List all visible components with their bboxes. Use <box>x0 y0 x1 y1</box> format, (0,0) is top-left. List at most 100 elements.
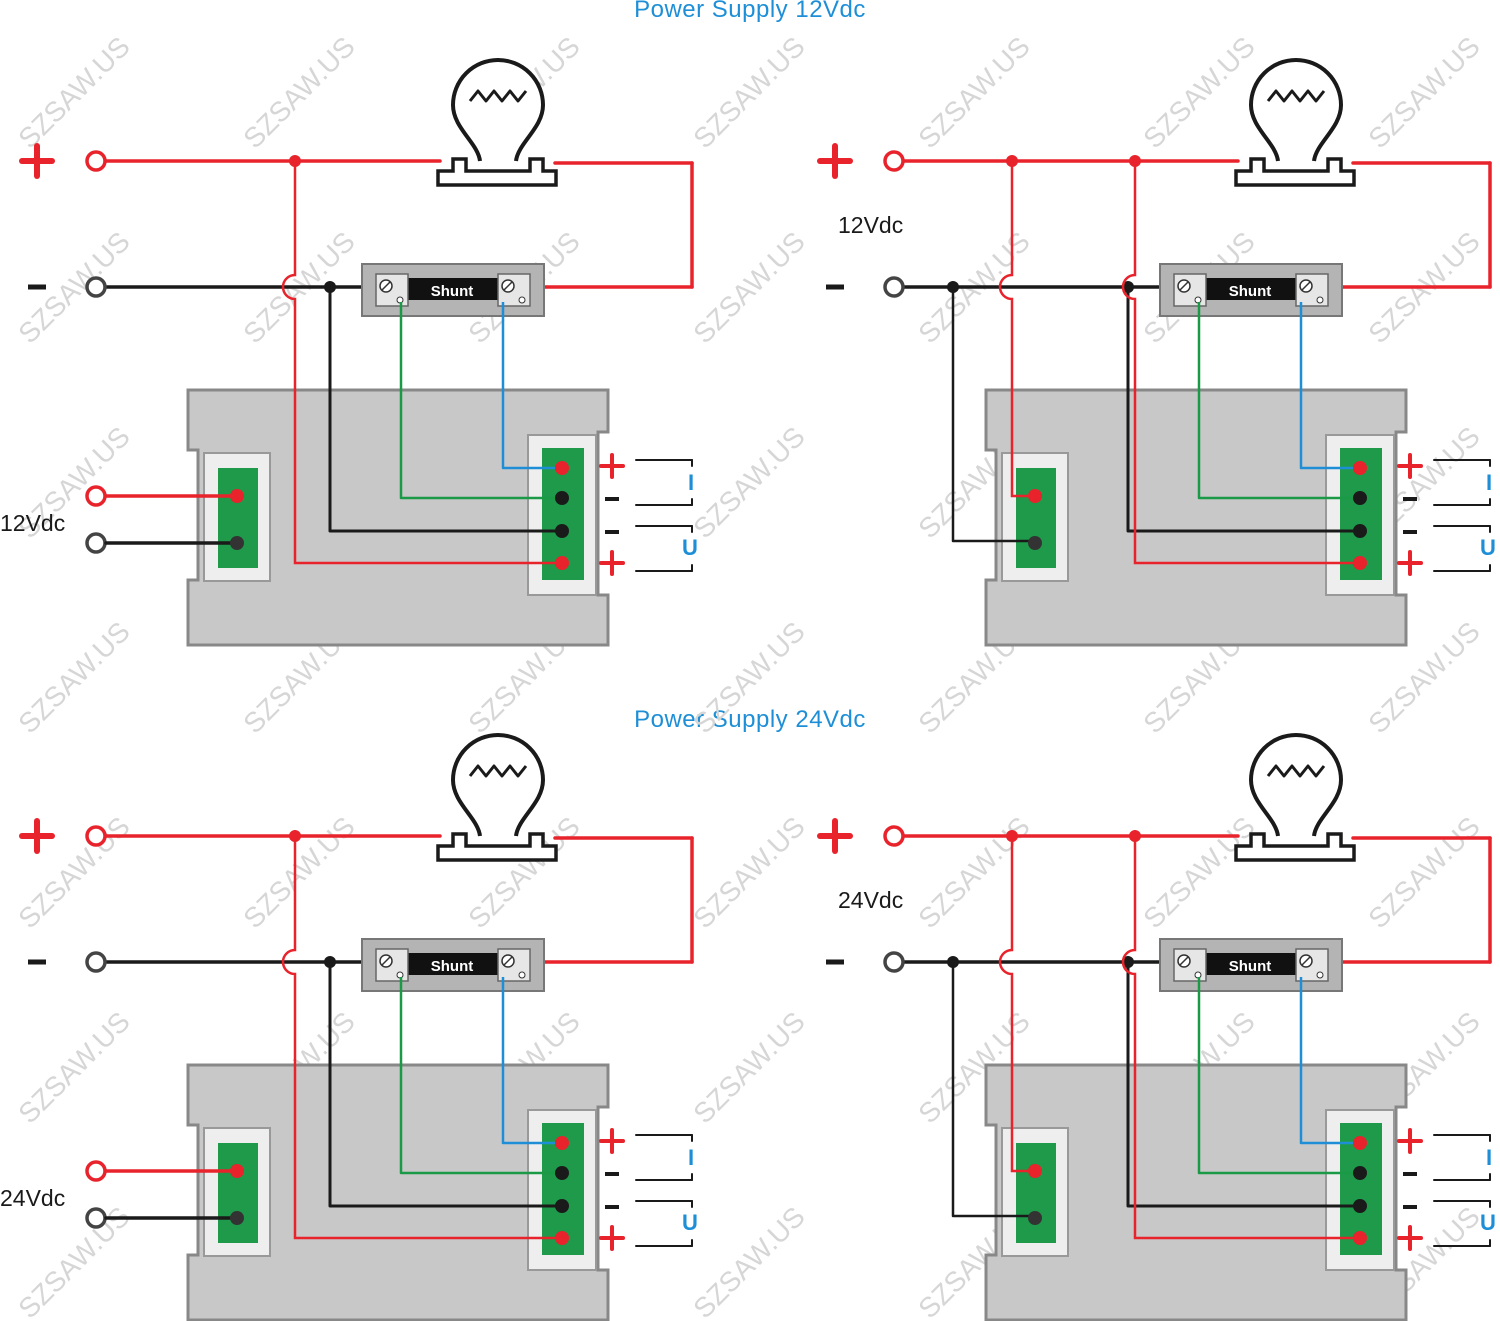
power-terminal-block <box>218 468 258 568</box>
terminal-dot-voltage-minus <box>555 524 569 538</box>
watermark-text: SZSAW.US <box>687 1006 811 1130</box>
lamp-globe <box>1248 733 1344 837</box>
shunt-screw-slot <box>381 956 391 966</box>
supply-voltage-label: 12Vdc <box>838 212 903 238</box>
lamp-base <box>436 832 558 862</box>
shunt-label: Shunt <box>431 958 474 975</box>
supply-voltage-label: 24Vdc <box>0 1185 65 1211</box>
shunt-label-plate <box>406 278 498 300</box>
aux-negative-terminal <box>85 1207 107 1229</box>
terminal-dot-current-minus <box>1353 1166 1367 1180</box>
terminal-dot-voltage-plus <box>1353 1231 1367 1245</box>
current-sense-wire-plus <box>1299 977 1360 1145</box>
terminal-dot-current-minus <box>555 491 569 505</box>
current-sense-wire-plus <box>1299 302 1360 470</box>
power-terminal-negative-dot <box>1028 536 1042 550</box>
voltage-output-label: U <box>1480 1210 1496 1235</box>
terminal-dot-current-plus <box>555 461 569 475</box>
shunt-sense-point <box>518 971 526 979</box>
power-terminal-negative-dot <box>230 1211 244 1225</box>
power-terminal-negative-dot <box>1028 1211 1042 1225</box>
watermark-text: SZSAW.US <box>687 226 811 350</box>
aux-positive-terminal <box>85 1160 107 1182</box>
terminal-dot-voltage-minus <box>1353 524 1367 538</box>
watermark-text: SZSAW.US <box>687 616 811 740</box>
terminal-dot-voltage-minus <box>555 1199 569 1213</box>
power-terminal-negative-dot <box>230 536 244 550</box>
lamp-base <box>436 157 558 187</box>
voltage-positive-wire <box>281 161 562 565</box>
supply-negative-terminal <box>85 951 107 973</box>
lamp-filament <box>468 89 528 103</box>
power-terminal-positive-dot <box>1028 1164 1042 1178</box>
lamp-globe <box>450 733 546 837</box>
terminal-dot-current-minus <box>555 1166 569 1180</box>
current-sense-wire-plus <box>501 977 562 1145</box>
current-sense-wire-minus <box>1197 302 1360 500</box>
current-sense-wire-minus <box>399 302 562 500</box>
terminal-dot-current-plus <box>555 1136 569 1150</box>
terminal-dot-current-minus <box>1353 491 1367 505</box>
watermark-text: SZSAW.US <box>912 811 1036 935</box>
voltage-negative-wire <box>1126 287 1360 533</box>
watermark-text: SZSAW.US <box>237 31 361 155</box>
shunt-sense-point <box>518 296 526 304</box>
supply-voltage-label: 24Vdc <box>838 887 903 913</box>
watermark-text: SZSAW.US <box>12 31 136 155</box>
shunt-sense-point <box>1316 296 1324 304</box>
shunt-label: Shunt <box>1229 283 1272 300</box>
current-output-label: I <box>1486 470 1492 495</box>
current-output-label: I <box>688 470 694 495</box>
voltage-output-label: U <box>1480 535 1496 560</box>
supply-negative-terminal <box>883 276 905 298</box>
meter-power-negative-wire <box>951 962 1035 1218</box>
current-output-label: I <box>688 1145 694 1170</box>
meter-power-positive-wire <box>998 836 1035 1173</box>
watermark-text: SZSAW.US <box>687 421 811 545</box>
aux-positive-terminal <box>85 485 107 507</box>
aux-negative-terminal <box>85 532 107 554</box>
shunt-screw-slot <box>1301 956 1311 966</box>
power-terminal-positive-dot <box>230 489 244 503</box>
lamp-filament <box>468 764 528 778</box>
watermark-text: SZSAW.US <box>12 616 136 740</box>
lamp-filament <box>1266 89 1326 103</box>
lamp-filament <box>1266 764 1326 778</box>
shunt-label-plate <box>1204 953 1296 975</box>
terminal-dot-voltage-plus <box>555 1231 569 1245</box>
watermark-text: SZSAW.US <box>12 811 136 935</box>
power-terminal-positive-dot <box>230 1164 244 1178</box>
power-terminal-block <box>218 1143 258 1243</box>
shunt-screw-slot <box>381 281 391 291</box>
supply-negative-terminal <box>85 276 107 298</box>
shunt-label-plate <box>1204 278 1296 300</box>
watermark-text: SZSAW.US <box>687 1201 811 1321</box>
supply-positive-terminal <box>883 150 905 172</box>
shunt-label: Shunt <box>1229 958 1272 975</box>
supply-negative-terminal <box>883 951 905 973</box>
terminal-dot-voltage-minus <box>1353 1199 1367 1213</box>
voltage-positive-wire <box>1121 161 1360 565</box>
power-terminal-block <box>1016 468 1056 568</box>
watermark-text: SZSAW.US <box>1137 811 1261 935</box>
voltage-positive-wire <box>281 836 562 1240</box>
terminal-dot-voltage-plus <box>1353 556 1367 570</box>
terminal-dot-current-plus <box>1353 1136 1367 1150</box>
supply-voltage-label: 12Vdc <box>0 510 65 536</box>
shunt-screw-slot <box>503 956 513 966</box>
watermark-text: SZSAW.US <box>12 1006 136 1130</box>
lamp-globe <box>1248 58 1344 162</box>
current-sense-wire-minus <box>1197 977 1360 1175</box>
voltage-output-label: U <box>682 1210 698 1235</box>
voltage-output-label: U <box>682 535 698 560</box>
voltage-negative-wire <box>328 287 562 533</box>
supply-positive-terminal <box>85 825 107 847</box>
power-terminal-block <box>1016 1143 1056 1243</box>
shunt-screw-slot <box>1179 956 1189 966</box>
watermark-text: SZSAW.US <box>1137 31 1261 155</box>
watermark-text: SZSAW.US <box>912 31 1036 155</box>
